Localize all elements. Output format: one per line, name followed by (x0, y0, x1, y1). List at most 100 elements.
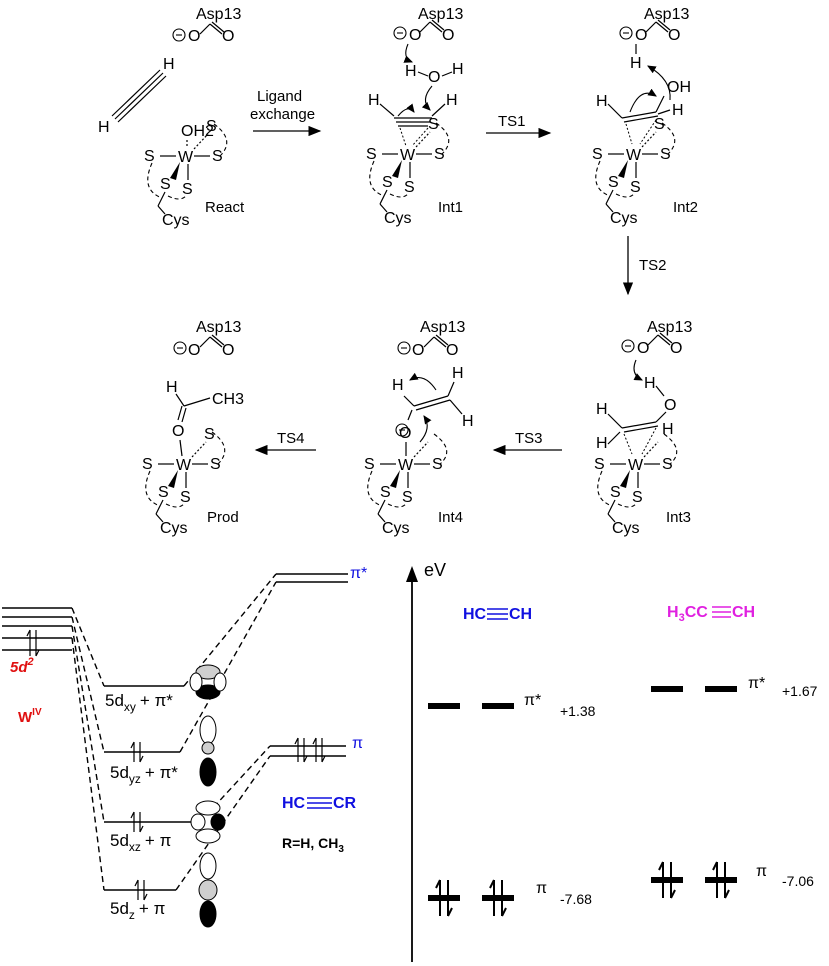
mo-label-dxy: 5dxy+ π* (105, 691, 173, 714)
int2-structure: Asp13 O O H OH H H W S S S S S (592, 6, 698, 227)
propyne-pi-star-energy: +1.67 (782, 683, 818, 699)
svg-text:S: S (662, 456, 673, 473)
svg-text:O: O (664, 397, 676, 414)
svg-text:H3CC: H3CC (667, 604, 708, 624)
ts1-arrow: TS1 (486, 113, 552, 139)
acetylene-pi-star-level (428, 703, 460, 709)
svg-text:Asp13: Asp13 (420, 319, 465, 336)
svg-text:Ligand: Ligand (257, 88, 302, 105)
propyne-pi-level (651, 877, 683, 883)
acetylene-pi-level (428, 895, 460, 901)
svg-text:H: H (644, 375, 656, 392)
svg-text:O: O (412, 342, 424, 359)
svg-text:exchange: exchange (250, 106, 315, 123)
svg-text:H: H (392, 377, 404, 394)
orbital-picture-dz (198, 852, 218, 928)
svg-text:H: H (98, 119, 110, 136)
svg-text:S: S (180, 489, 191, 506)
prod-structure: Asp13 O O H CH3 O W S S S S S Cys Prod (142, 319, 244, 537)
svg-text:O: O (446, 342, 458, 359)
svg-text:π: π (536, 880, 547, 897)
svg-text:HC: HC (463, 606, 487, 623)
svg-text:TS1: TS1 (498, 113, 526, 130)
svg-text:H: H (630, 55, 642, 72)
int3-structure: Asp13 O O H O H H H W S S S S (594, 319, 692, 537)
svg-text:S: S (380, 484, 391, 501)
svg-text:Cys: Cys (610, 210, 638, 227)
svg-text:S: S (632, 489, 643, 506)
energy-axis-label: eV (424, 560, 446, 580)
svg-text:S: S (160, 176, 171, 193)
state-int3: Int3 (666, 509, 691, 526)
ligand-pi-star-label: π* (350, 565, 367, 582)
metal-d-levels (2, 607, 72, 657)
svg-text:W: W (176, 457, 192, 474)
ts3-arrow: TS3 (492, 430, 562, 456)
svg-text:Cys: Cys (382, 520, 410, 537)
svg-text:HC: HC (282, 795, 306, 812)
svg-text:O: O (188, 342, 200, 359)
svg-text:OH: OH (667, 79, 691, 96)
svg-text:S: S (594, 456, 605, 473)
svg-text:Asp13: Asp13 (644, 6, 689, 23)
svg-text:H: H (596, 93, 608, 110)
ligand-exchange-arrow: Ligand exchange (250, 88, 322, 137)
correlation-lines (71, 573, 277, 891)
r-groups-label: R=H, CH3 (282, 835, 344, 855)
svg-text:S: S (428, 116, 439, 133)
orbital-picture-dxz (190, 800, 226, 844)
svg-text:H: H (596, 435, 608, 452)
svg-text:H: H (462, 413, 474, 430)
alkyne-bond (111, 69, 161, 117)
svg-text:H: H (672, 102, 684, 119)
svg-text:W: W (398, 457, 414, 474)
svg-text:CR: CR (333, 795, 357, 812)
svg-text:H: H (405, 63, 417, 80)
svg-text:S: S (366, 146, 377, 163)
svg-text:S: S (434, 146, 445, 163)
svg-text:S: S (660, 146, 671, 163)
ligand-formula: HC CR (282, 795, 357, 812)
svg-text:W: W (178, 149, 194, 166)
svg-text:O: O (428, 69, 440, 86)
carboxylate-minus (172, 28, 186, 42)
svg-text:S: S (144, 148, 155, 165)
propyne-pi-energy: -7.06 (782, 873, 814, 889)
svg-text:S: S (204, 426, 215, 443)
svg-text:O: O (442, 27, 454, 44)
orbital-picture-dxy (189, 664, 227, 700)
svg-text:Cys: Cys (160, 520, 188, 537)
svg-text:H: H (596, 401, 608, 418)
svg-text:O: O (635, 27, 647, 44)
svg-text:S: S (404, 179, 415, 196)
mo-label-dyz: 5dyz+ π* (110, 763, 178, 786)
svg-text:TS4: TS4 (277, 430, 305, 447)
metal-config-label: 5d2 (10, 656, 34, 676)
svg-text:π*: π* (524, 692, 541, 709)
svg-text:Asp13: Asp13 (647, 319, 692, 336)
int4-structure: Asp13 O O H H H O W S S S S (364, 319, 474, 537)
svg-text:S: S (654, 116, 665, 133)
svg-text:S: S (610, 484, 621, 501)
mo-diagram: 5d2 WIV π* π (2, 565, 367, 928)
react-structure: Asp13 O O H H OH2 W S S S S S Cys React (98, 6, 245, 229)
svg-text:TS3: TS3 (515, 430, 543, 447)
energy-diagram: eV HC CH π* +1.38 π -7.68 H3CC CH (406, 560, 818, 962)
svg-text:S: S (608, 174, 619, 191)
acetylene-pi-star-energy: +1.38 (560, 703, 596, 719)
metal-label: WIV (18, 707, 42, 726)
svg-text:π: π (756, 863, 767, 880)
svg-text:O: O (409, 27, 421, 44)
svg-text:S: S (432, 456, 443, 473)
state-int1: Int1 (438, 199, 463, 216)
asp-label: Asp13 (196, 6, 241, 23)
svg-text:S: S (364, 456, 375, 473)
ts4-arrow: TS4 (254, 430, 316, 456)
svg-text:S: S (142, 456, 153, 473)
svg-text:CH: CH (732, 604, 755, 621)
svg-text:TS2: TS2 (639, 257, 667, 274)
svg-text:H: H (163, 56, 175, 73)
svg-text:O: O (222, 342, 234, 359)
svg-text:O: O (188, 28, 200, 45)
